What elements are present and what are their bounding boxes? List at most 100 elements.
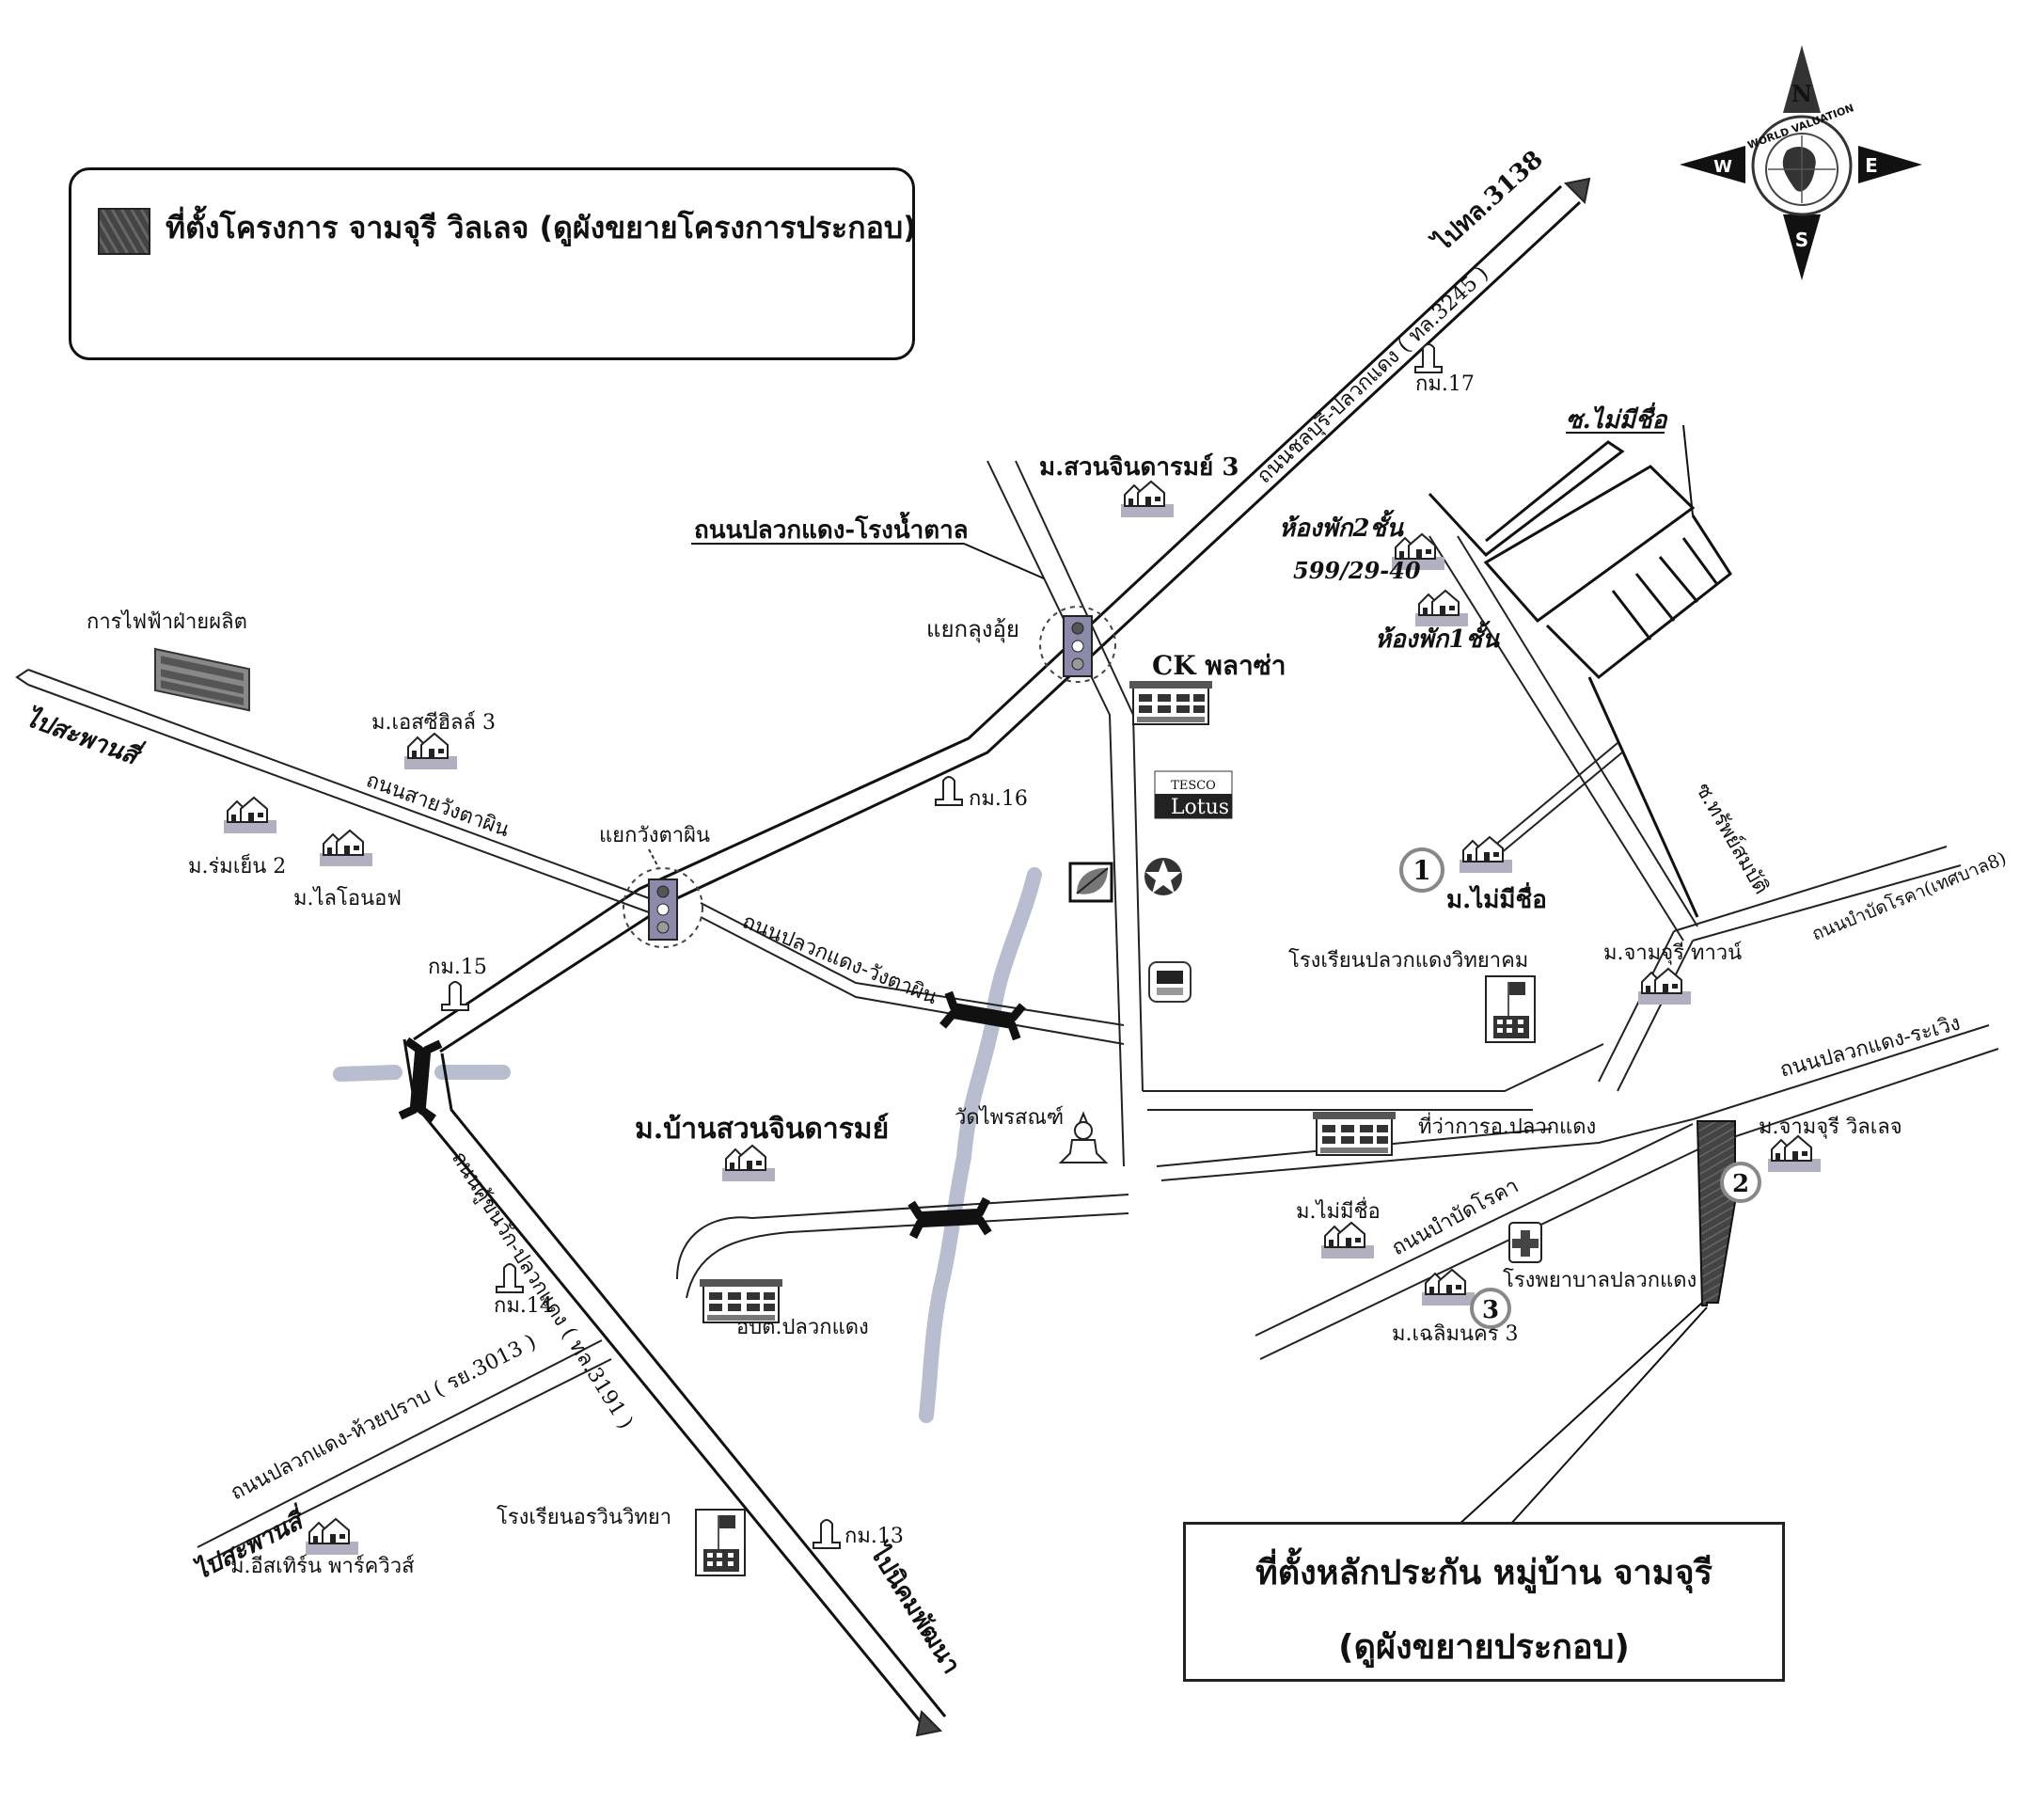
house-icon [1421, 1269, 1476, 1306]
river-west [333, 1065, 511, 1082]
label-pluakdaeng-rawoeng: ถนนปลวกแดง-ระเวิง [1777, 1012, 1963, 1083]
label-romyen-2: ม.ร่มเย็น 2 [188, 852, 286, 878]
compass-s: S [1795, 229, 1808, 251]
compass-w: W [1713, 157, 1732, 177]
school-icon [695, 1509, 746, 1576]
label-ban-suan-jindaram: ม.บ้านสวนจินดารมย์ [635, 1113, 889, 1146]
road-soi-sapsombat [1428, 535, 1698, 942]
bank-logo-icon [1148, 961, 1192, 1003]
label-km-14: กม.14 [494, 1294, 553, 1318]
label-pluakdaeng-rongnamtan: ถนนปลวกแดง-โรงน้ำตาล [694, 511, 969, 545]
label-apartment-1fl: ห้องพัก1ชั้น [1375, 620, 1500, 654]
house-icon [1120, 481, 1175, 518]
km-marker-icon [1414, 343, 1443, 373]
junction-wangtaphin-ring [623, 867, 703, 948]
school-icon [1485, 975, 1536, 1043]
house-icon [1767, 1135, 1822, 1173]
label-school-pluakdaeng: โรงเรียนปลวกแดงวิทยาคม [1288, 948, 1528, 973]
compass-e: E [1865, 154, 1878, 177]
leaf-logo-icon [1068, 862, 1113, 903]
project-parcel [1696, 1120, 1736, 1306]
house-icon [223, 797, 277, 834]
tesco-label: TESCO [1171, 779, 1216, 793]
label-wat-phraisonth: วัดไพรสณฑ์ [955, 1105, 1064, 1130]
road-to-marker-1 [1476, 742, 1623, 868]
label-mai-mi-chue-2: ม.ไม่มีชื่อ [1296, 1196, 1381, 1224]
label-apartment-2fl-no: 599/29-40 [1293, 557, 1421, 584]
ck-plaza-building-icon [1128, 680, 1213, 725]
label-obt-pluakdaeng: อบต.ปลวกแดง [736, 1316, 869, 1339]
label-suan-jindaram-3: ม.สวนจินดารมย์ 3 [1039, 452, 1239, 482]
road-bambatrok [1255, 1123, 1703, 1360]
label-lion-f: ม.ไลโอนอฟ [293, 886, 402, 910]
house-icon [1637, 968, 1692, 1005]
label-to-3138: ไปทล.3138 [1426, 144, 1549, 259]
callout-subtitle: (ดูผังขยายประกอบ) [1338, 1628, 1630, 1667]
label-soi-sapsombat: ซ.ทรัพย์สมบัติ [1691, 780, 1774, 899]
road-highway-north-b [439, 200, 1582, 1053]
label-to-nikhom: ไปนิคมพัฒนา [862, 1537, 967, 1679]
arrow-to-saphan-si [15, 669, 29, 686]
label-bambatrok-thetsaban8: ถนนบำบัดโรคา(เทศบาล8) [1808, 847, 2009, 945]
soi-plot-dividers [1611, 537, 1718, 641]
district-office-building-icon [1312, 1111, 1397, 1156]
km-marker-icon [813, 1519, 841, 1549]
km-marker-icon [441, 981, 469, 1011]
river-central [919, 867, 1042, 1423]
label-km-17: กม.17 [1415, 372, 1475, 396]
wangtaphin-leader [648, 848, 659, 868]
tesco-lotus-logo: TESCO Lotus [1154, 770, 1233, 819]
callout-pointer [1457, 1302, 1708, 1527]
arrow-to-3138 [1563, 177, 1591, 205]
marker-1[interactable]: 1 [1399, 847, 1444, 893]
junction-kungui-ring [1039, 606, 1116, 683]
soi-leader [1682, 424, 1694, 516]
rongnamtan-leader [963, 543, 1045, 579]
electricity-building-icon [154, 647, 250, 712]
svg-text:2: 2 [1732, 1170, 1749, 1198]
svg-text:1: 1 [1413, 855, 1430, 886]
label-chamchuri-town: ม.จามจุรี ทาวน์ [1603, 942, 1742, 965]
legend-project-label: ที่ตั้งโครงการ จามจุรี วิลเลจ (ดูผังขยาย… [166, 210, 917, 245]
bridge-wangtaphin [942, 992, 1022, 1038]
traffic-light-icon [1063, 615, 1093, 677]
road-soi-sapsombat-line [1587, 676, 1699, 918]
label-km-13: กม.13 [844, 1525, 904, 1548]
house-icon [1414, 590, 1469, 627]
label-km-15: กม.15 [428, 956, 487, 979]
house-icon [403, 733, 458, 770]
project-swatch-icon [98, 208, 150, 255]
label-electricity: การไฟฟ้าฝ่ายผลิต [87, 609, 247, 634]
marker-3[interactable]: 3 [1470, 1288, 1511, 1329]
label-eastern-parkview: ม.อีสเทิร์น พาร์ควิวส์ [230, 1555, 415, 1578]
hospital-icon [1508, 1222, 1542, 1263]
label-chamchuri-village: ม.จามจุรี วิลเลจ [1759, 1116, 1902, 1139]
house-icon [305, 1518, 359, 1556]
lotus-label: Lotus [1171, 796, 1229, 819]
temple-buddha-icon [1058, 1111, 1109, 1163]
compass-rose: N S W E WORLD VALUATION [1680, 45, 1922, 280]
house-icon [319, 830, 373, 867]
label-km-16: กม.16 [969, 787, 1028, 811]
traffic-light-icon [648, 878, 678, 941]
label-pluakdaeng-wangtaphin: ถนนปลวกแดง-วังตาผิน [739, 910, 940, 1009]
marker-2[interactable]: 2 [1720, 1162, 1761, 1203]
label-to-saphan-si-top: ไปสะพานสี่ [22, 700, 148, 772]
label-junction-kungui: แยกลุงอุ้ย [926, 616, 1019, 643]
label-hospital: โรงพยาบาลปลวกแดง [1503, 1268, 1697, 1292]
road-pluakdaeng-huaipraab [197, 1339, 612, 1562]
arrow-to-nikhom [915, 1709, 943, 1737]
svg-text:3: 3 [1482, 1296, 1499, 1324]
road-district-office [1143, 1043, 1604, 1111]
road-pluakdaeng-rawoeng [1692, 1024, 1999, 1148]
km-marker-icon [935, 776, 963, 806]
callout-title: ที่ตั้งหลักประกัน หมู่บ้าน จามจุรี [1255, 1554, 1712, 1592]
road-pluakdaeng-rongnamtan [986, 460, 1144, 1167]
house-icon [721, 1145, 776, 1182]
road-sai-wangtaphin [27, 669, 650, 913]
road-highway-north-a [413, 184, 1563, 1041]
label-chaloem-nakhon-3: ม.เฉลิมนคร 3 [1392, 1322, 1519, 1346]
house-icon [1320, 1222, 1375, 1259]
label-khuntiwat-pluakdaeng: ถนนคู้ขนวัก-ปลวกแดง ( ทล.3191 ) [447, 1147, 638, 1433]
